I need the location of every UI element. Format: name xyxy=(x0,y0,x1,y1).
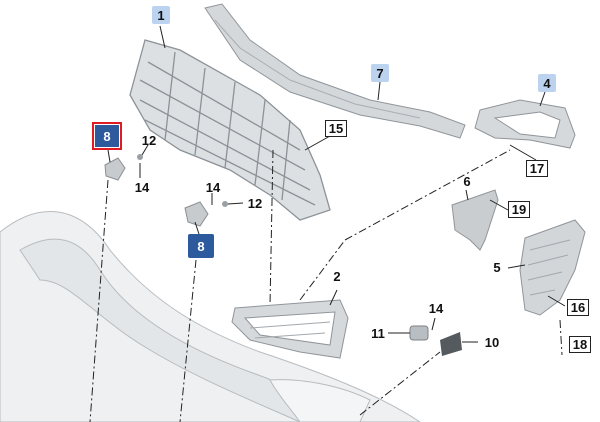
radiator-grille xyxy=(129,39,331,221)
bumper-cover xyxy=(0,211,421,422)
upper-support-beam xyxy=(204,3,466,139)
callout-15[interactable]: 15 xyxy=(325,120,347,137)
callout-18[interactable]: 18 xyxy=(569,336,591,353)
side-trim xyxy=(451,189,499,251)
callout-2[interactable]: 2 xyxy=(333,268,341,284)
callout-10[interactable]: 10 xyxy=(484,334,500,350)
dash-dot-lines xyxy=(89,149,563,422)
callout-12-upper[interactable]: 12 xyxy=(141,132,157,148)
screw-12b xyxy=(222,201,228,207)
callout-19[interactable]: 19 xyxy=(508,201,530,218)
screw-12a xyxy=(137,154,143,160)
callout-8-selected[interactable]: 8 xyxy=(92,122,122,150)
callout-14-upper[interactable]: 14 xyxy=(134,179,150,195)
callout-4[interactable]: 4 xyxy=(538,74,556,92)
leader-lines xyxy=(107,25,566,343)
sensor-11 xyxy=(409,325,429,341)
plate-10 xyxy=(440,332,462,356)
clip-8a xyxy=(104,157,126,181)
callout-12-middle[interactable]: 12 xyxy=(247,195,263,211)
side-grille xyxy=(519,219,586,316)
callout-8[interactable]: 8 xyxy=(188,234,214,258)
clip-8b xyxy=(184,201,209,227)
lower-grille xyxy=(231,299,349,359)
callout-7[interactable]: 7 xyxy=(371,64,389,82)
callout-1[interactable]: 1 xyxy=(152,6,170,24)
callout-6[interactable]: 6 xyxy=(463,173,471,189)
callout-11[interactable]: 11 xyxy=(371,325,385,341)
callout-5[interactable]: 5 xyxy=(493,259,501,275)
callout-14-middle[interactable]: 14 xyxy=(205,179,221,195)
callout-17[interactable]: 17 xyxy=(526,160,548,177)
callout-14-lower[interactable]: 14 xyxy=(428,300,444,316)
callout-16[interactable]: 16 xyxy=(567,299,589,316)
right-bracket xyxy=(474,99,576,149)
